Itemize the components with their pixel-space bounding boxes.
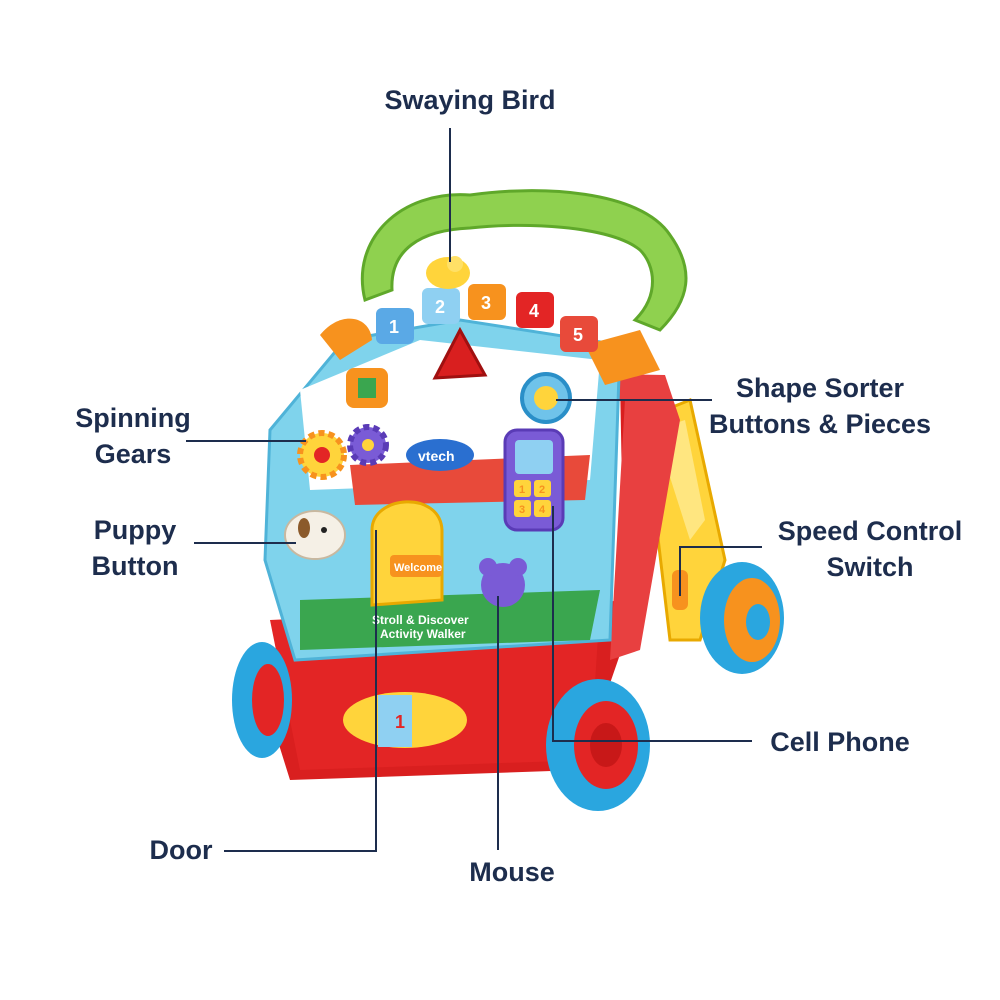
- label-spinning-gears-line2: Gears: [94, 439, 172, 469]
- front-left-wheel: [232, 642, 292, 758]
- handle: [360, 189, 688, 332]
- spinning-gears[interactable]: [297, 424, 389, 480]
- number-block[interactable]: [422, 288, 460, 324]
- door[interactable]: Welcome: [370, 500, 444, 607]
- number-block-label: 1: [389, 317, 399, 337]
- orange-bumpers: [320, 318, 660, 385]
- phone-key-label: 3: [519, 504, 525, 516]
- number-block-label: 5: [573, 325, 583, 345]
- phone-key[interactable]: [514, 480, 531, 497]
- label-speed-control-line2: Switch: [826, 552, 914, 582]
- number-block[interactable]: [468, 284, 506, 320]
- label-mouse-line1: Mouse: [469, 857, 555, 887]
- leader-cell-phone: [552, 506, 752, 742]
- label-door-line1: Door: [149, 835, 213, 865]
- phone-key-label: 1: [519, 484, 525, 496]
- number-blocks: 1 2 3 4 5: [376, 284, 598, 352]
- label-puppy-button-line1: Puppy: [93, 515, 177, 545]
- leader-speed-control: [679, 546, 762, 596]
- phone-key[interactable]: [534, 500, 551, 517]
- label-puppy-button-line2: Button: [91, 551, 179, 581]
- label-mouse: Mouse: [452, 854, 572, 890]
- label-cell-phone: Cell Phone: [752, 724, 928, 760]
- number-block[interactable]: [560, 316, 598, 352]
- label-swaying-bird: Swaying Bird: [360, 82, 580, 118]
- phone-key[interactable]: [514, 500, 531, 517]
- panel-label-line2: Activity Walker: [380, 627, 466, 641]
- label-cell-phone-line1: Cell Phone: [770, 727, 910, 757]
- phone-key-label: 4: [539, 504, 546, 516]
- label-shape-sorter-line2: Buttons & Pieces: [708, 409, 932, 439]
- welcome-sign: Welcome: [394, 562, 442, 574]
- puppy-button[interactable]: [284, 510, 346, 560]
- phone-key-label: 2: [539, 484, 545, 496]
- label-speed-control: Speed Control Switch: [760, 513, 980, 585]
- label-swaying-bird-line1: Swaying Bird: [384, 85, 556, 115]
- label-spinning-gears-line1: Spinning: [75, 403, 191, 433]
- svg-text:1: 1: [395, 712, 405, 732]
- label-shape-sorter: Shape Sorter Buttons & Pieces: [690, 370, 950, 442]
- cell-phone[interactable]: 1 2 3 4: [503, 428, 565, 532]
- panel-label-line1: Stroll & Discover: [372, 613, 469, 627]
- number-block[interactable]: [376, 308, 414, 344]
- vtech-logo: vtech: [418, 448, 455, 464]
- label-shape-sorter-line1: Shape Sorter: [735, 373, 905, 403]
- number-block-label: 3: [481, 293, 491, 313]
- roller-toy: 1: [343, 692, 467, 748]
- phone-keypad[interactable]: 1 2 3 4: [514, 480, 551, 517]
- number-block-label: 2: [435, 297, 445, 317]
- mouse-toy[interactable]: [479, 558, 527, 607]
- number-block-label: 4: [529, 301, 539, 321]
- leader-door: [224, 530, 377, 852]
- shape-sorter-pieces[interactable]: [346, 326, 572, 424]
- label-puppy-button: Puppy Button: [70, 512, 200, 584]
- label-spinning-gears: Spinning Gears: [58, 400, 208, 472]
- rear-wheel: [700, 562, 784, 674]
- front-right-wheel: [546, 679, 650, 811]
- swaying-bird[interactable]: [426, 256, 470, 289]
- label-door: Door: [136, 832, 226, 868]
- leader-lines: [186, 128, 762, 852]
- number-block[interactable]: [516, 292, 554, 328]
- phone-key[interactable]: [534, 480, 551, 497]
- label-speed-control-line1: Speed Control: [777, 516, 963, 546]
